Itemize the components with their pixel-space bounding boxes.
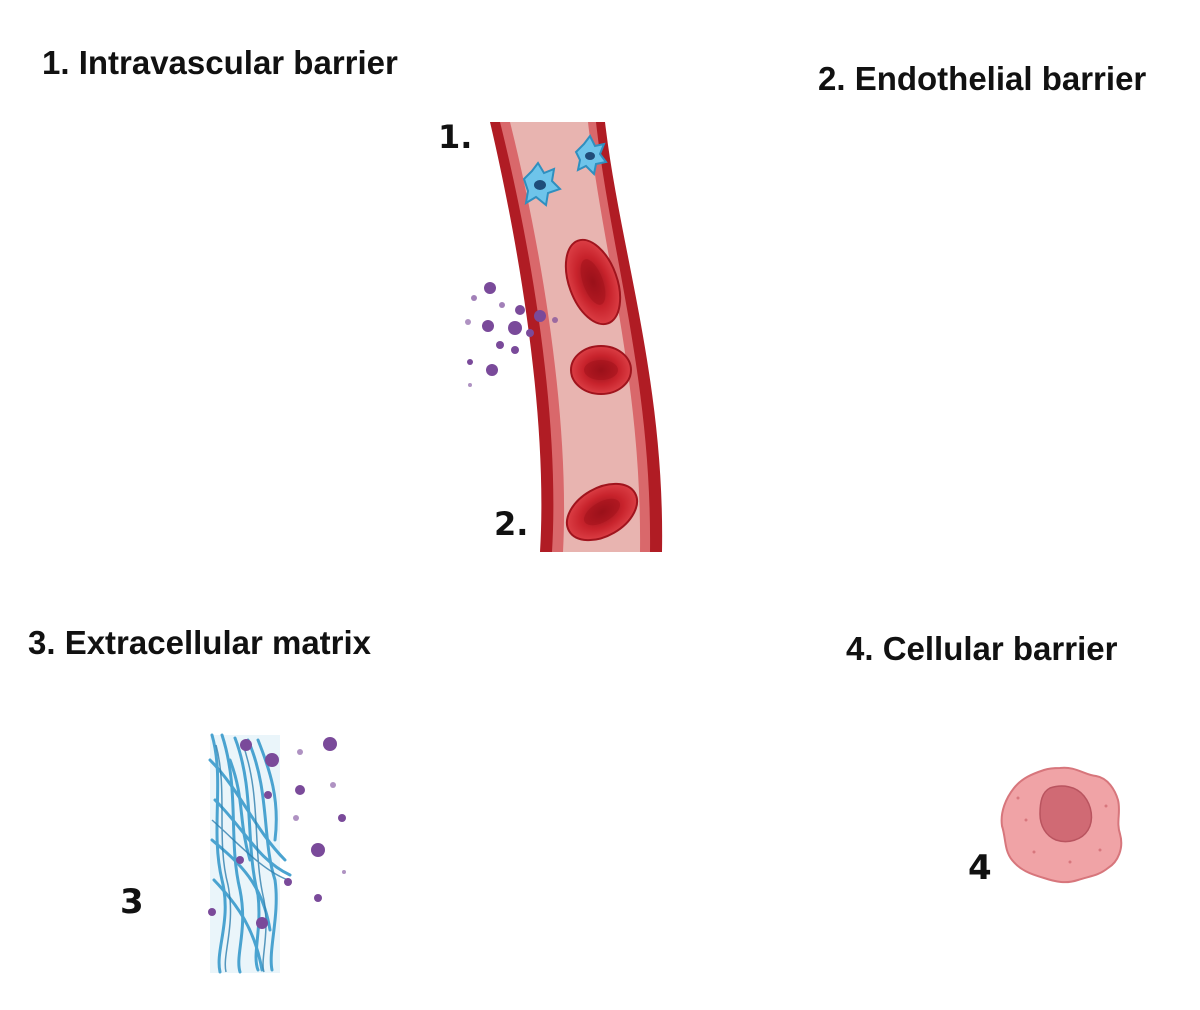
matrix-marker-3: 3 xyxy=(120,882,144,922)
red-blood-cell xyxy=(570,345,632,395)
vessel-lumen xyxy=(510,122,641,552)
cell-nucleus xyxy=(1039,785,1093,843)
cell-marker-4: 4 xyxy=(968,848,992,888)
particle-cluster xyxy=(465,282,558,387)
red-blood-cell xyxy=(564,238,622,326)
platelet xyxy=(522,161,562,207)
title-intravascular-barrier: 1. Intravascular barrier xyxy=(42,44,398,81)
red-blood-cell xyxy=(565,482,639,542)
matrix-fibers xyxy=(208,733,292,974)
particle-cluster xyxy=(208,737,346,929)
title-cellular-barrier: 4. Cellular barrier xyxy=(846,630,1118,667)
platelet xyxy=(574,134,608,177)
title-extracellular-matrix: 3. Extracellular matrix xyxy=(28,624,372,661)
vessel-marker-1: 1. xyxy=(438,118,473,156)
title-endothelial-barrier: 2. Endothelial barrier xyxy=(818,60,1147,97)
vessel-marker-2: 2. xyxy=(494,505,529,543)
